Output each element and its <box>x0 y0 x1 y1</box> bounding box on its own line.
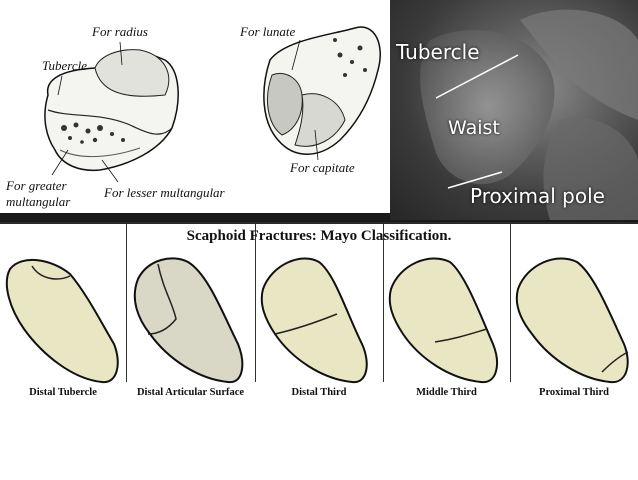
xray-scaphoid <box>420 30 555 185</box>
xray-label-waist: Waist <box>448 117 500 139</box>
label-for-capitate: For capitate <box>290 160 355 175</box>
bone-distal-third <box>260 257 368 384</box>
mayo-classification-title: Scaphoid Fractures: Mayo Classification. <box>186 228 452 244</box>
capitate-facet <box>294 93 346 147</box>
divider <box>126 224 127 382</box>
xray-label-tubercle: Tubercle <box>396 40 480 64</box>
mayo-classification-panel: Distal Tubercle Distal Articular Surface… <box>0 222 638 480</box>
label-for-lunate: For lunate <box>240 24 296 39</box>
xray-pointer-lines <box>435 54 519 189</box>
bone-distal-tubercle <box>5 258 119 384</box>
caption-proximal-third: Proximal Third <box>539 387 609 398</box>
caption-middle-third: Middle Third <box>416 387 477 398</box>
anatomy-panel: For radius Tubercle For lunate For capit… <box>0 0 390 213</box>
label-for-greater-line2: multangular <box>6 194 71 209</box>
divider <box>510 224 511 382</box>
radial-facet <box>94 49 170 97</box>
caption-distal-third: Distal Third <box>291 387 347 398</box>
label-tubercle: Tubercle <box>42 58 88 73</box>
xray-image <box>420 9 638 220</box>
divider <box>255 224 256 382</box>
label-for-radius: For radius <box>92 24 148 39</box>
bone-distal-articular-surface <box>133 257 244 384</box>
xray-panel: Tubercle Waist Proximal pole <box>390 0 638 220</box>
label-for-greater-line1: For greater <box>6 178 67 193</box>
pitted-ridge <box>47 109 173 135</box>
lunate-facet <box>266 73 303 136</box>
bone-middle-third <box>388 257 498 384</box>
label-for-lesser-multangular: For lesser multangular <box>104 185 225 200</box>
scaphoid-anatomy-illustration <box>44 26 381 183</box>
xray-label-proximal-pole: Proximal pole <box>470 184 605 208</box>
caption-distal-tubercle: Distal Tubercle <box>29 387 97 398</box>
divider <box>383 224 384 382</box>
bone-proximal-third <box>515 257 629 384</box>
caption-distal-articular-surface: Distal Articular Surface <box>136 387 245 398</box>
